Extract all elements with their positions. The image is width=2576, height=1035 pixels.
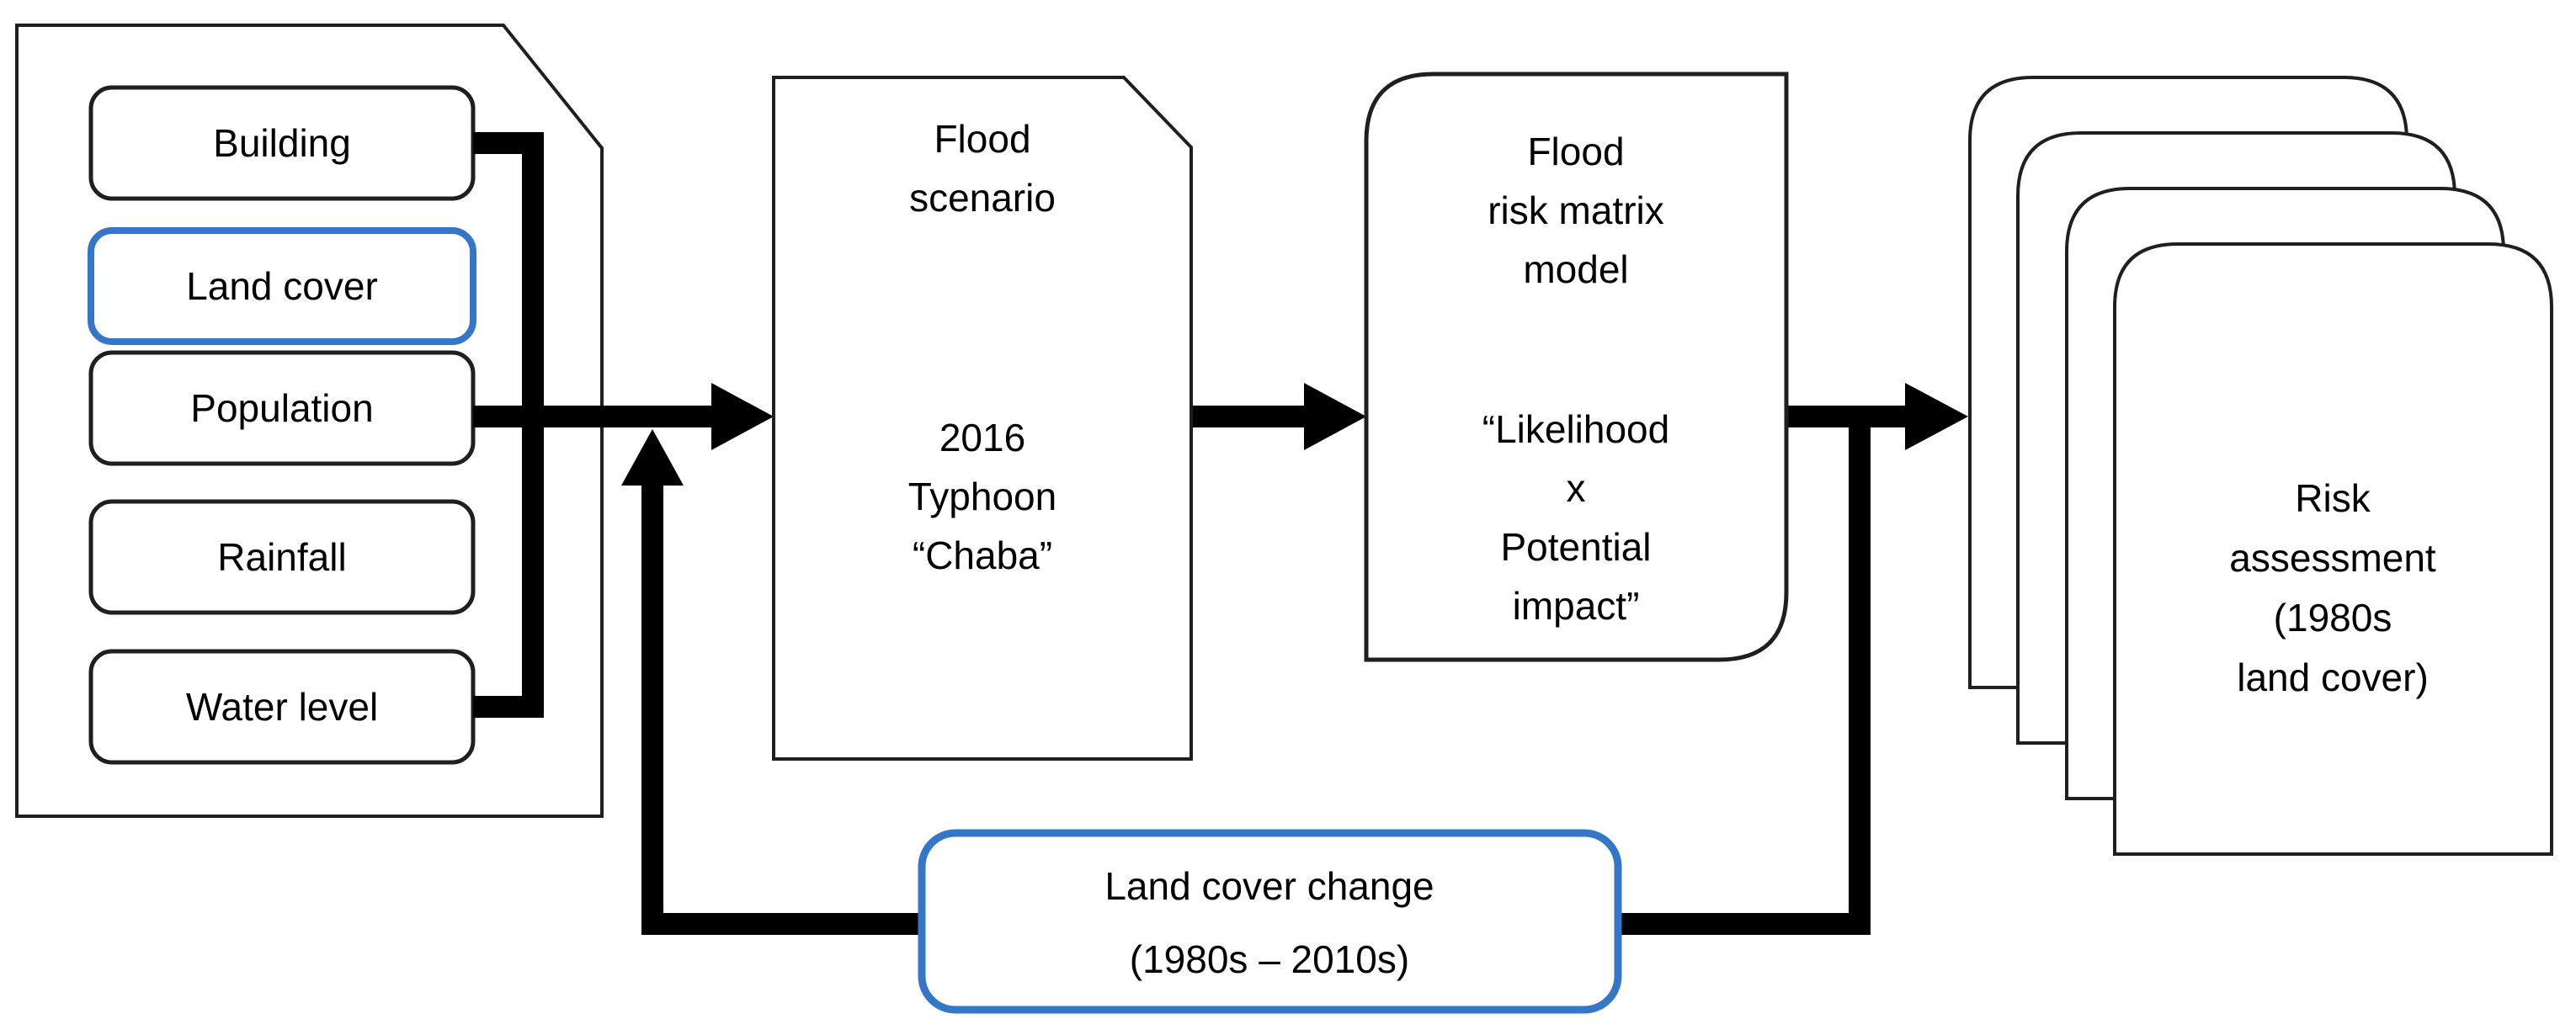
risk-matrix-formula-line-3: Potential (1500, 525, 1651, 569)
risk-assessment-line-4: land cover) (2237, 656, 2429, 699)
land-cover-change-line-1: Land cover change (1104, 864, 1434, 908)
risk-assessment-line-3: (1980s (2274, 596, 2392, 640)
input-label-water-level: Water level (186, 685, 378, 729)
flood-risk-matrix-box (1364, 72, 1789, 662)
flood-scenario-box (772, 76, 1193, 761)
arrow-inputs-to-flood-scenario-shaft (473, 406, 711, 427)
arrow-feedback-up-head (621, 429, 684, 486)
risk-matrix-formula-line-4: impact” (1513, 584, 1640, 628)
arrow-scenario-to-matrix-head (1304, 383, 1366, 450)
flood-scenario-title-line-2: scenario (909, 176, 1056, 220)
risk-matrix-formula-line-2: x (1567, 466, 1586, 510)
flood-scenario-title-line-1: Flood (934, 117, 1030, 161)
flood-scenario-subtitle-line-1: 2016 (939, 416, 1025, 459)
risk-matrix-title-line-3: model (1523, 247, 1628, 291)
output-page-front (2113, 242, 2553, 856)
risk-assessment-line-1: Risk (2295, 476, 2371, 520)
arrow-feedback-up-shaft (641, 486, 663, 932)
input-label-rainfall: Rainfall (217, 535, 346, 579)
connector-water-level-stub (473, 696, 544, 718)
risk-matrix-title-line-2: risk matrix (1488, 188, 1664, 232)
risk-matrix-formula-line-1: “Likelihood (1482, 407, 1669, 451)
land-cover-change-box (918, 829, 1622, 1014)
risk-matrix-title-line-1: Flood (1527, 130, 1624, 173)
input-label-land-cover: Land cover (186, 264, 378, 308)
arrow-matrix-to-assessment-head (1905, 383, 1968, 450)
input-label-building: Building (213, 121, 351, 165)
arrow-scenario-to-matrix-shaft (1191, 406, 1304, 427)
flood-scenario-subtitle-line-2: Typhoon (908, 475, 1056, 518)
input-label-population: Population (190, 386, 373, 430)
connector-feedback-vertical (1849, 417, 1871, 935)
connector-feedback-right (1618, 913, 1871, 935)
input-box-land-cover-highlighted (88, 227, 476, 345)
land-cover-change-line-2: (1980s – 2010s) (1130, 937, 1409, 981)
arrow-inputs-to-flood-scenario-head (711, 383, 774, 450)
connector-feedback-left (641, 913, 924, 935)
flood-scenario-subtitle-line-3: “Chaba” (913, 533, 1052, 577)
risk-assessment-line-2: assessment (2229, 536, 2436, 580)
arrow-matrix-to-assessment-shaft (1786, 406, 1905, 427)
input-box-rainfall (88, 499, 476, 615)
